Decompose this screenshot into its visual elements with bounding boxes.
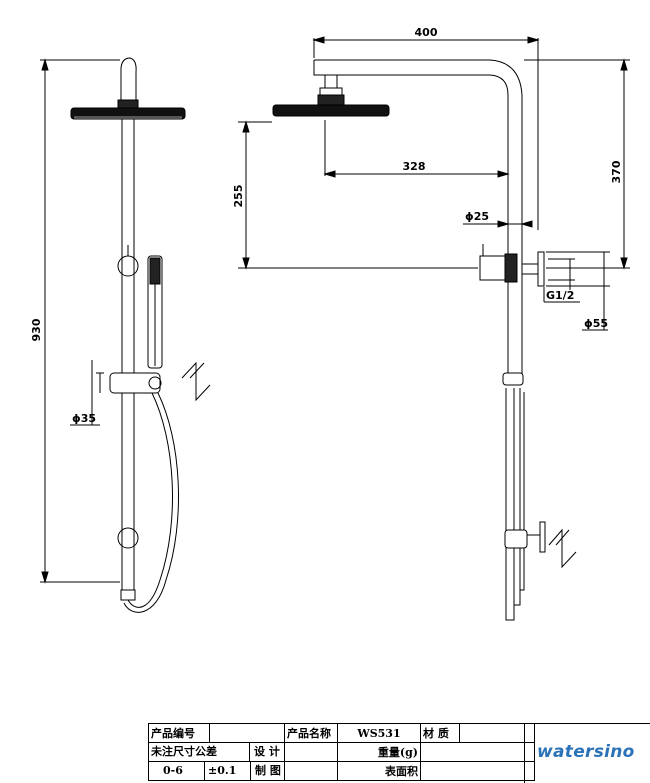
product-name-value: WS531 (337, 723, 421, 743)
dim-g12 (543, 258, 580, 303)
drafted-label: 制 图 (255, 764, 281, 777)
range-label: 0-6 (149, 762, 205, 780)
design-value (284, 742, 338, 762)
dim-930-label: 930 (30, 318, 43, 341)
dim-255 (238, 120, 478, 270)
dim-255-label: 255 (232, 185, 245, 208)
weight-label: 重量(g) (337, 742, 421, 762)
dim-328 (323, 120, 510, 178)
dim-phi55 (546, 251, 610, 331)
dim-phi35 (70, 360, 100, 426)
dim-370 (524, 58, 630, 270)
dim-phi35-label: ϕ35 (72, 412, 96, 425)
tolerance-label: 未注尺寸公差 (149, 743, 250, 761)
material-label: 材 质 (420, 723, 460, 743)
title-block: 产品编号 产品名称 WS531 材 质 未注尺寸公差 设 计 重量(g) 0-6 (148, 723, 650, 783)
product-code-label: 产品编号 (148, 723, 210, 743)
tolerance-value: ±0.1 (205, 762, 251, 780)
drafted-value (284, 761, 338, 781)
design-label: 设 计 (254, 745, 280, 758)
dim-400 (312, 36, 540, 230)
dim-930 (40, 58, 120, 584)
product-name-label: 产品名称 (284, 723, 338, 743)
brand-logo: watersino (524, 723, 650, 783)
brand-name: watersino (537, 742, 635, 762)
product-code-value (209, 723, 285, 743)
dim-phi25-label: ϕ25 (465, 210, 489, 223)
weight-value (420, 742, 535, 762)
front-view (70, 57, 211, 613)
area-label: 表面积 (337, 761, 421, 781)
dim-phi25 (463, 220, 533, 228)
dim-phi55-label: ϕ55 (584, 317, 608, 330)
dim-328-label: 328 (403, 160, 426, 173)
dim-g12-label: G1/2 (546, 289, 574, 302)
side-view (272, 59, 577, 621)
dim-400-label: 400 (415, 26, 438, 39)
area-value (420, 761, 535, 781)
dim-370-label: 370 (610, 160, 623, 183)
